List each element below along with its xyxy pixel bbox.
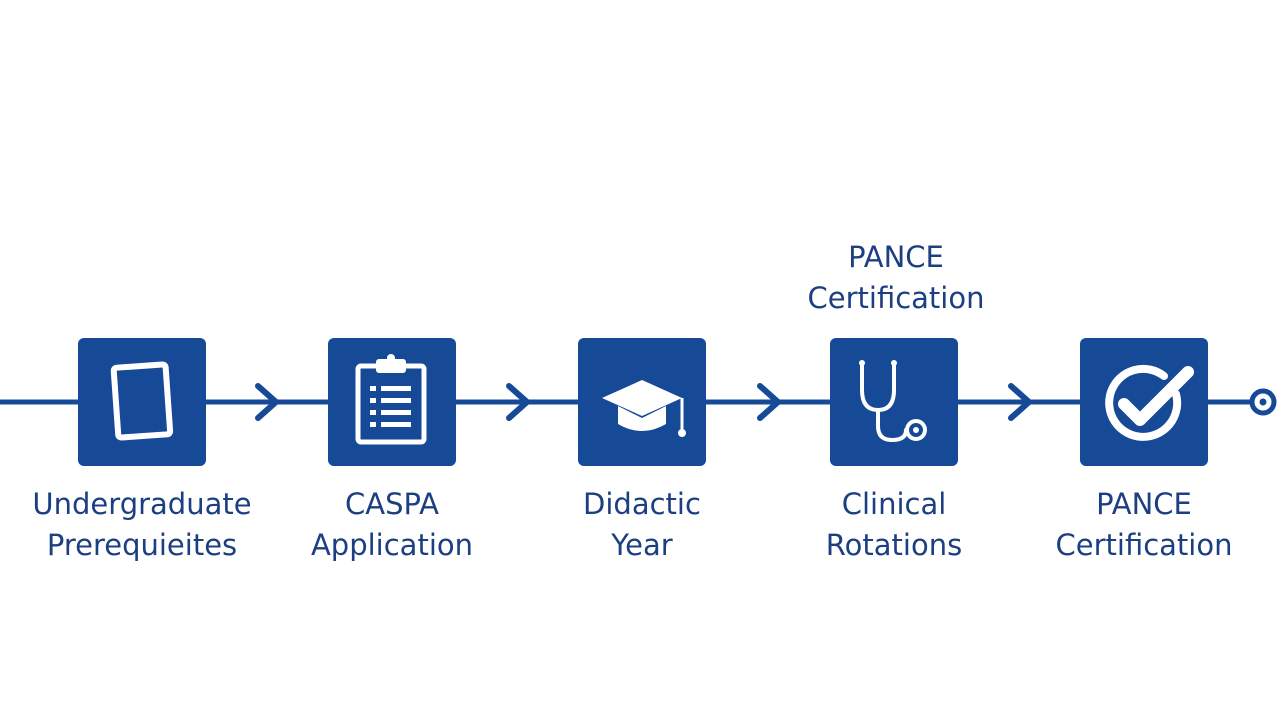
step-box-pance-certification bbox=[1080, 338, 1208, 466]
step-box-clinical-rotations bbox=[830, 338, 958, 466]
step-5-line-1: PANCE bbox=[1096, 487, 1192, 521]
step-box-didactic-year bbox=[578, 338, 706, 466]
callout-line-2: Certification bbox=[807, 281, 985, 315]
step-2-line-2: Application bbox=[310, 528, 474, 562]
chevron-right-icon bbox=[757, 383, 781, 421]
step-4-line-1: Clinical bbox=[841, 487, 947, 521]
step-box-caspa-application bbox=[328, 338, 456, 466]
step-1-line-2: Prerequieites bbox=[46, 528, 238, 562]
callout-line-1: PANCE bbox=[848, 240, 944, 274]
step-5-line-2: Certification bbox=[1055, 528, 1233, 562]
tablet-icon bbox=[110, 361, 174, 441]
step-label-pance-certification: PANCE Certification bbox=[1014, 484, 1274, 566]
graduation-cap-icon bbox=[602, 380, 686, 437]
end-ring-icon bbox=[1249, 388, 1277, 416]
chevron-right-icon bbox=[506, 383, 530, 421]
step-1-line-1: Undergraduate bbox=[32, 487, 252, 521]
step-4-line-2: Rotations bbox=[825, 528, 963, 562]
step-3-line-2: Year bbox=[611, 528, 673, 562]
chevron-right-icon bbox=[255, 383, 279, 421]
checkmark-circle-icon bbox=[1105, 364, 1194, 441]
stethoscope-icon bbox=[859, 360, 927, 443]
callout-label: PANCE Certification bbox=[766, 237, 1026, 319]
step-2-line-1: CASPA bbox=[345, 487, 439, 521]
step-label-caspa-application: CASPA Application bbox=[262, 484, 522, 566]
step-3-line-1: Didactic bbox=[583, 487, 701, 521]
step-label-clinical-rotations: Clinical Rotations bbox=[764, 484, 1024, 566]
step-box-undergraduate-prerequisites bbox=[78, 338, 206, 466]
step-label-undergraduate-prerequisites: Undergraduate Prerequieites bbox=[12, 484, 272, 566]
step-label-didactic-year: Didactic Year bbox=[512, 484, 772, 566]
chevron-right-icon bbox=[1008, 383, 1032, 421]
clipboard-icon bbox=[355, 354, 427, 445]
